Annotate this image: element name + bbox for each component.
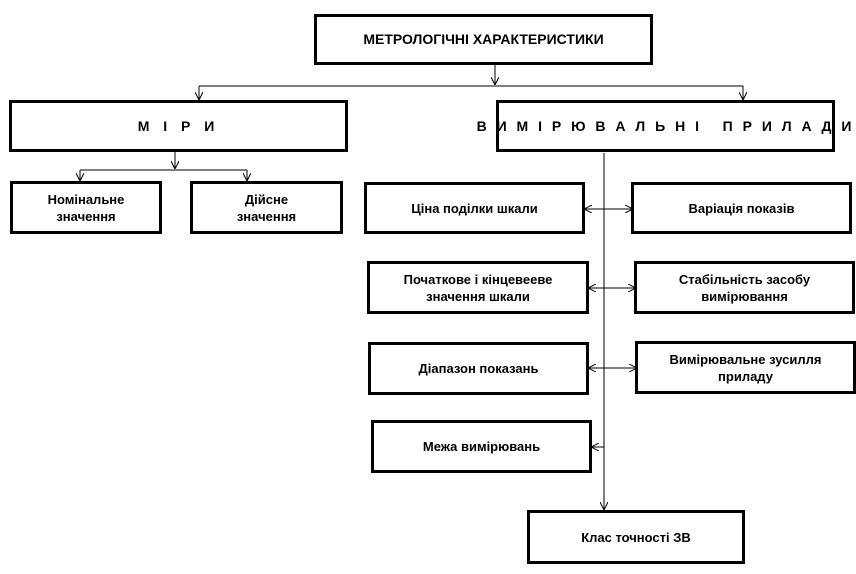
scale-range-box: Початкове і кінцевеeве значення шкали [367, 261, 589, 314]
measurement-limit-text: Межа вимірювань [422, 439, 541, 454]
accuracy-class-box: Клас точності ЗВ [527, 510, 745, 564]
title-text: МЕТРОЛОГІЧНІ ХАРАКТЕРИСТИКИ [363, 31, 604, 47]
indication-range-box: Діапазон показань [368, 342, 589, 395]
measuring-force-box: Вимірювальне зусилля приладу [635, 341, 856, 394]
actual-value-text: Дійсне значення [236, 191, 297, 224]
variation-box: Варіація показів [631, 182, 852, 234]
prylady-box: В И М І Р Ю В А Л Ь Н І П Р И Л А Д И [477, 100, 851, 152]
stability-box: Стабільність засобу вимірювання [634, 261, 855, 314]
indication-range-text: Діапазон показань [418, 361, 539, 376]
scale-division-text: Ціна поділки шкали [411, 200, 538, 216]
miry-label: М І Р И [137, 117, 220, 134]
title-box: МЕТРОЛОГІЧНІ ХАРАКТЕРИСТИКИ [314, 14, 653, 65]
scale-range-text: Початкове і кінцевеeве значення шкали [403, 271, 553, 304]
stability-text: Стабільність засобу вимірювання [678, 271, 811, 304]
measuring-force-text: Вимірювальне зусилля приладу [669, 351, 822, 384]
scale-division-box: Ціна поділки шкали [364, 182, 585, 234]
prylady-label: В И М І Р Ю В А Л Ь Н І П Р И Л А Д И [476, 117, 855, 134]
miry-box: М І Р И [9, 100, 348, 152]
accuracy-class-text: Клас точності ЗВ [581, 529, 691, 545]
variation-text: Варіація показів [688, 200, 795, 216]
actual-value-box: Дійсне значення [190, 181, 343, 234]
measurement-limit-box: Межа вимірювань [371, 420, 592, 473]
nominal-value-text: Номінальне значення [47, 191, 125, 224]
nominal-value-box: Номінальне значення [10, 181, 162, 234]
